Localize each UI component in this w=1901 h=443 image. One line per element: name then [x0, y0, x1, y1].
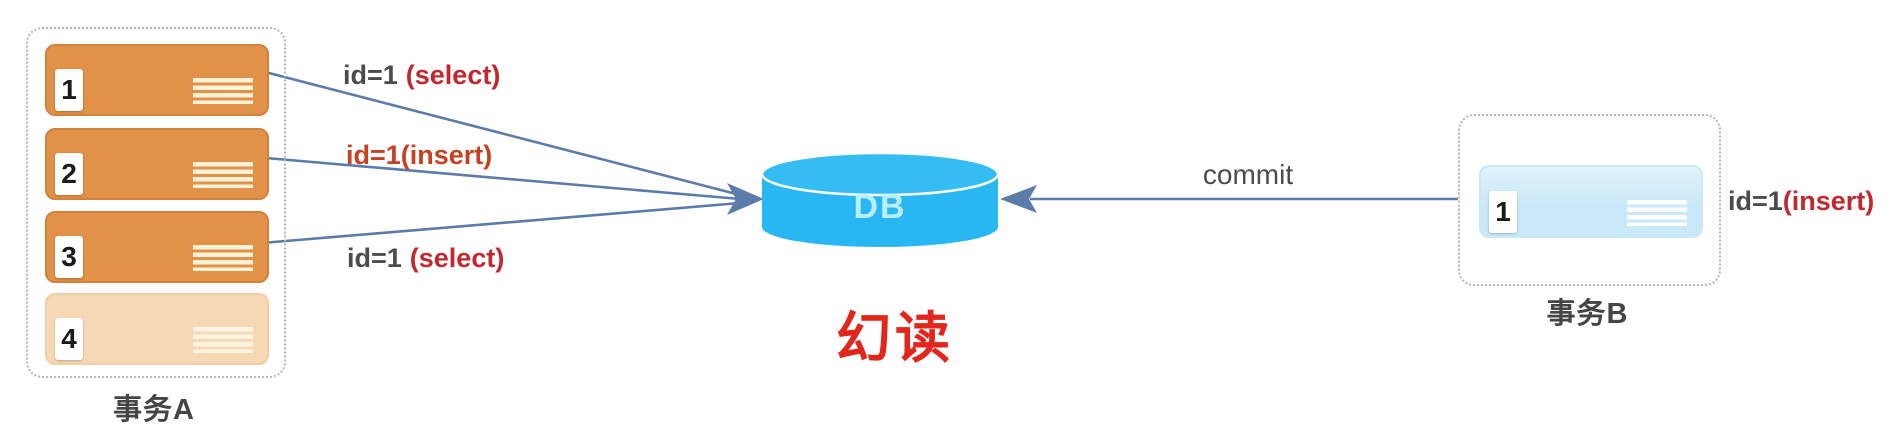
row-text-lines-icon [1627, 200, 1687, 226]
record-number-badge: 1 [55, 69, 83, 111]
edge-label-insert-b: id=1(insert) [1728, 186, 1874, 217]
row-text-lines-icon [193, 327, 253, 353]
edge-label-op-text: (insert) [1782, 186, 1875, 216]
edge-label-select-bottom: id=1(select) [347, 243, 504, 274]
txn-b-record-row-1: 1 [1479, 165, 1703, 238]
transaction-a-label: 事务A [113, 394, 195, 426]
database-cylinder-top [760, 151, 1000, 197]
record-number-badge: 4 [55, 318, 83, 360]
row-text-lines-icon [193, 245, 253, 271]
arrowhead-into-db-left-icon [727, 183, 764, 215]
edge-label-id-text: id=1 [347, 243, 402, 273]
edge-label-op-text: (select) [405, 60, 501, 90]
edge-label-id-text: id=1 [343, 60, 398, 90]
db-label: DB [853, 188, 907, 226]
edge-select-top-line [264, 70, 741, 197]
transaction-a-box: 1 2 3 4 [26, 27, 286, 378]
txn-a-record-row-1: 1 [45, 44, 269, 116]
edge-label-id-text: id=1 [1728, 186, 1783, 216]
transaction-b-box: 1 [1458, 114, 1721, 286]
record-number-badge: 1 [1489, 191, 1517, 233]
txn-a-record-row-2: 2 [45, 128, 269, 200]
row-text-lines-icon [193, 162, 253, 188]
edge-select-bottom-line [261, 201, 741, 245]
txn-a-record-row-4-phantom: 4 [45, 293, 269, 365]
record-number-badge: 2 [55, 153, 83, 195]
edge-insert-mid-line [265, 156, 741, 201]
row-text-lines-icon [193, 78, 253, 104]
edge-label-op-text: (select) [409, 243, 505, 273]
record-number-badge: 3 [55, 236, 83, 278]
arrowhead-into-db-right-icon [1000, 185, 1037, 213]
edge-label-insert-mid: id=1(insert) [346, 140, 493, 170]
diagram-title: 幻读 [836, 307, 955, 369]
edge-label-select-top: id=1(select) [343, 60, 500, 91]
txn-a-record-row-3: 3 [45, 211, 269, 283]
transaction-b-label: 事务B [1546, 298, 1629, 330]
edge-label-commit: commit [1202, 159, 1294, 190]
